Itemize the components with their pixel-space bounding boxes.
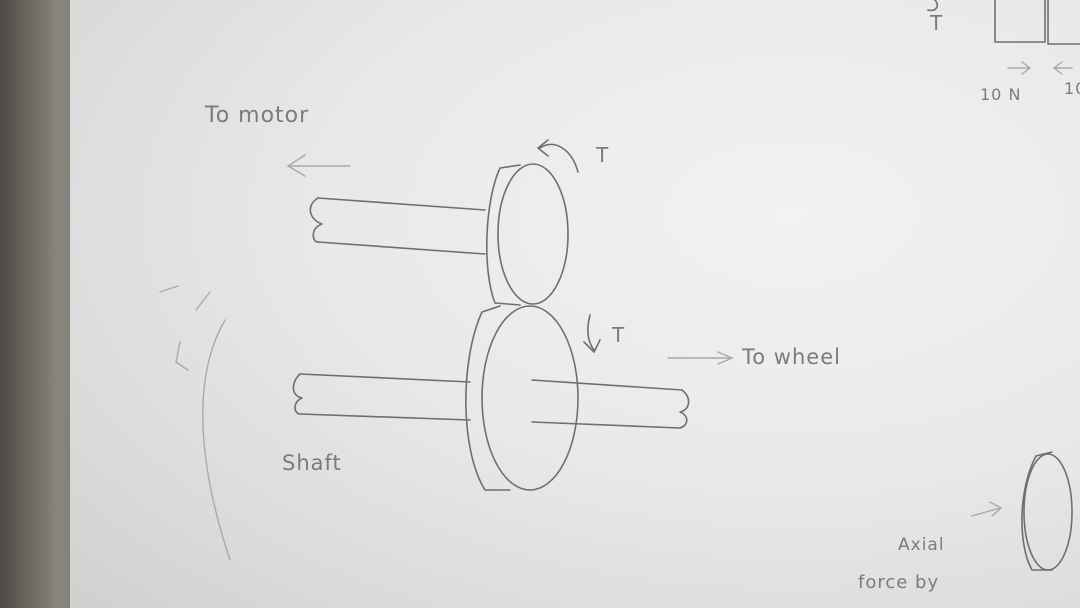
lower-gear-face: [481, 305, 579, 491]
axial-disk-face: [1023, 453, 1073, 571]
corner-block-right: [1047, 0, 1080, 45]
erased-marks: [159, 285, 211, 371]
paper-sheet: [70, 0, 1080, 608]
force-label-right: 10: [1064, 79, 1080, 98]
shaft-label: Shaft: [282, 451, 342, 475]
axial-label: Axial: [898, 535, 945, 555]
corner-torque-label: T: [929, 11, 943, 35]
upper-shaft-end: [309, 197, 323, 243]
lower-right-shaft-end: [679, 389, 690, 429]
torque-arrow-bottom: [583, 314, 601, 353]
force-label-left: 10 N: [980, 85, 1021, 104]
axial-arrow: [971, 501, 1003, 517]
force-by-label: force by: [858, 572, 939, 593]
to-motor-arrow: [286, 154, 351, 177]
torque-label-top: T: [595, 143, 609, 167]
to-motor-label: To motor: [204, 103, 309, 128]
lower-left-shaft: [299, 373, 471, 421]
lower-right-shaft: [531, 379, 683, 429]
to-wheel-label: To wheel: [741, 345, 841, 369]
lower-gear-rim: [465, 305, 511, 491]
upper-shaft: [317, 197, 486, 255]
force-arrow-left: [1052, 61, 1073, 75]
lower-left-shaft-end: [292, 373, 303, 415]
upper-gear-face: [497, 163, 569, 305]
upper-gear-rim: [485, 164, 521, 306]
axial-disk-rim: [1021, 451, 1053, 571]
corner-arc: [927, 0, 938, 12]
force-arrow-right: [1007, 61, 1032, 75]
torque-label-bottom: T: [611, 323, 625, 347]
torque-arrow-top: [537, 139, 579, 173]
corner-block: [994, 0, 1046, 43]
to-wheel-arrow: [667, 351, 734, 365]
erased-arc: [202, 319, 231, 561]
